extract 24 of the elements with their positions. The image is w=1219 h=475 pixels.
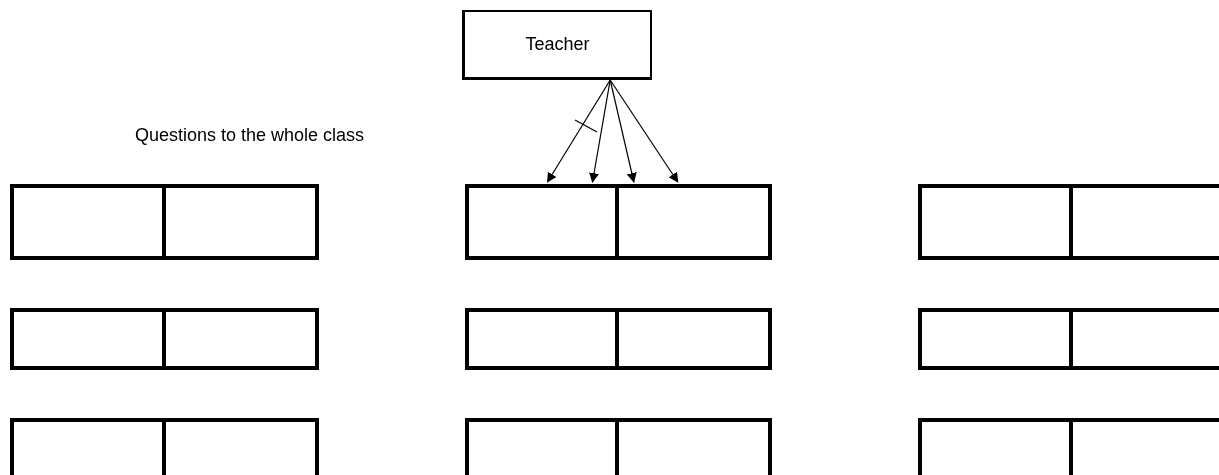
desk-seat: [1069, 308, 1219, 370]
desk-seat: [162, 184, 319, 260]
arrow: [609, 79, 637, 183]
desk-seat: [918, 308, 1069, 370]
arrow: [609, 79, 679, 183]
teacher-box: [462, 10, 652, 80]
node-text: Teacher: [525, 34, 590, 55]
desk-seat: [1069, 184, 1219, 260]
desk-seat: [918, 418, 1069, 475]
desk-seat: [162, 308, 319, 370]
desk-seat: [918, 184, 1069, 260]
desk-seat: [615, 184, 772, 260]
desk-seat: [465, 184, 615, 260]
desk-seat: [615, 308, 772, 370]
desk-seat: [465, 418, 615, 475]
arrow: [546, 79, 611, 183]
desk-seat: [10, 418, 162, 475]
desk-seat: [465, 308, 615, 370]
desk-seat: [10, 184, 162, 260]
desk-seat: [162, 418, 319, 475]
desk-seat: [615, 418, 772, 475]
arrow: [589, 79, 611, 183]
desk-seat: [10, 308, 162, 370]
caption-label: Questions to the whole class: [135, 125, 365, 146]
